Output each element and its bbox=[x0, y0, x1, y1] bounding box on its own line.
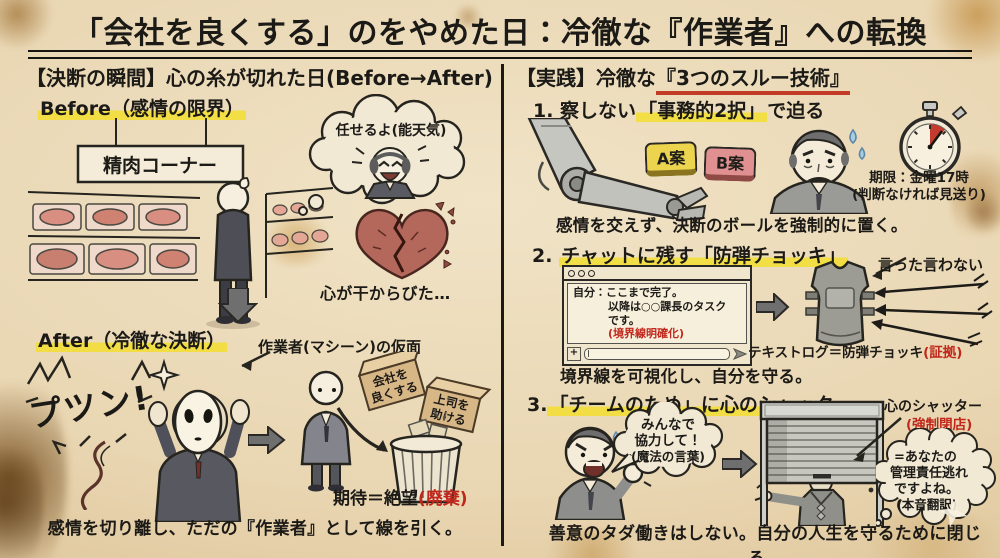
right-header-em: 『3つのスルー技術』 bbox=[656, 66, 850, 95]
honne-line1: =あなたの bbox=[894, 450, 957, 465]
item1-heading-post: で迫る bbox=[767, 100, 825, 122]
plan-a-button: A案 bbox=[644, 141, 698, 177]
honne-line2: 管理責任逃れ bbox=[890, 465, 968, 481]
item3-heading-pre: 3. bbox=[527, 394, 548, 416]
mask-label: 作業者(マシーン)の仮面 bbox=[258, 338, 421, 356]
bulletproof-vest bbox=[805, 256, 993, 347]
chat-text-input[interactable] bbox=[584, 348, 730, 360]
attach-plus-icon[interactable]: + bbox=[567, 347, 581, 361]
left-footer: 感情を切り離し、ただの『作業者』として線を引く。 bbox=[47, 519, 463, 539]
shutter-label: 心のシャッター bbox=[884, 399, 982, 415]
snap-burst-icon bbox=[25, 355, 153, 510]
honne-line3: ですよね。 bbox=[894, 482, 959, 497]
item1-heading-pre: 1. 察しない bbox=[533, 100, 637, 122]
chat-line3: です。 bbox=[608, 313, 640, 327]
textlog-label: テキストログ＝防弾チョッキ(証拠) bbox=[748, 341, 962, 361]
item1-heading: 1. 察しない「事務的2択」で迫る bbox=[533, 96, 824, 123]
before-label: Before（感情の限界） bbox=[38, 94, 246, 121]
right-header: 【実践】冷徹な『3つのスルー技術』 bbox=[516, 62, 850, 95]
window-dot-icon bbox=[568, 269, 575, 277]
trash-caption-black: 期待＝絶望 bbox=[333, 489, 418, 509]
trash-caption: 期待＝絶望(廃棄) bbox=[333, 484, 468, 509]
right-header-prefix: 【実践】冷徹な bbox=[516, 66, 656, 90]
deadline-note: 期限：金曜17時 (判断なければ見送り) bbox=[840, 170, 998, 204]
bubble-line2: 協力して！ bbox=[634, 432, 701, 449]
window-dot-icon bbox=[588, 269, 595, 277]
item2-caption: 境界線を可視化し、自分を守る。 bbox=[560, 367, 812, 386]
plan-b-label: B案 bbox=[715, 153, 745, 174]
said-notsaid-label: 言った言わない bbox=[878, 256, 984, 274]
chat-line1: 自分：ここまで完了。 bbox=[573, 286, 683, 299]
boss-bubble-label: 任せるよ(能天気) bbox=[335, 122, 447, 139]
window-dot-icon bbox=[578, 269, 585, 277]
faceless-worker bbox=[300, 370, 352, 492]
title-underline bbox=[28, 50, 972, 59]
worried-boss bbox=[769, 128, 869, 214]
plan-b-button: B案 bbox=[703, 146, 757, 182]
text-cursor bbox=[588, 350, 590, 357]
after-label-text: After（冷徹な決断） bbox=[36, 330, 228, 352]
column-divider bbox=[501, 64, 504, 546]
right-arrow-icon bbox=[248, 426, 286, 454]
page-title: 「会社を良くする」のをやめた日：冷徹な『作業者』への転換 bbox=[73, 16, 927, 51]
plan-a-label: A案 bbox=[656, 148, 686, 169]
item1-caption: 感情を交えず、決断のボールを強制的に置く。 bbox=[556, 216, 908, 235]
chat-line2: 以降は○○課長のタスク bbox=[608, 299, 727, 313]
right-arrow-icon bbox=[756, 293, 790, 321]
chat-window: 自分：ここまで完了。 以降は○○課長のタスク です。 (境界線明確化) + bbox=[562, 265, 752, 366]
before-label-text: Before（感情の限界） bbox=[38, 98, 246, 120]
deadline-line2: (判断なければ見送り) bbox=[852, 186, 986, 203]
shutter-label-arrow bbox=[853, 417, 902, 462]
discard-boxes-trash: 会社を 良くする 上司を 助ける bbox=[336, 352, 492, 504]
meat-counter-illustration: 精肉コーナー bbox=[28, 118, 333, 329]
after-label: After（冷徹な決断） bbox=[36, 326, 228, 353]
send-icon[interactable] bbox=[733, 348, 747, 360]
textlog-label-red: (証拠) bbox=[923, 345, 963, 361]
bubble-line3: (魔法の言葉) bbox=[631, 449, 705, 464]
chat-inputbar: + bbox=[567, 347, 747, 361]
bubble-line1: みんなで bbox=[641, 417, 695, 433]
item2-heading: 2. チャットに残す「防弾チョッキ」 bbox=[532, 241, 848, 268]
mask-label-arrow bbox=[241, 350, 271, 371]
left-header: 【決断の瞬間】心の糸が切れた日(Before→After) bbox=[26, 66, 493, 90]
stopwatch-icon bbox=[899, 101, 968, 178]
deadline-line1: 期限：金曜17時 bbox=[869, 170, 969, 186]
honne-line4: (本音翻訳) bbox=[896, 497, 957, 512]
item2-heading-hl: チャットに残す「防弾チョッキ」 bbox=[559, 245, 848, 267]
item1-heading-hl: 「事務的2択」 bbox=[636, 100, 768, 122]
mask-man-illustration bbox=[147, 358, 250, 522]
right-arrow-icon bbox=[722, 450, 758, 478]
honne-cloud: =あなたの 管理責任逃れ ですよね。 (本音翻訳) bbox=[876, 428, 996, 527]
chat-boundary-note: (境界線明確化) bbox=[608, 327, 685, 341]
thought-bubble-boss: 任せるよ(能天気) bbox=[298, 94, 466, 216]
chat-body: 自分：ここまで完了。 以降は○○課長のタスク です。 (境界線明確化) bbox=[567, 283, 747, 344]
item2-heading-pre: 2. bbox=[532, 245, 560, 267]
chat-titlebar bbox=[564, 267, 750, 281]
meat-sign-label: 精肉コーナー bbox=[103, 154, 217, 177]
broken-heart-icon bbox=[355, 202, 456, 280]
robot-arm-icon bbox=[527, 118, 709, 222]
heart-caption: 心が干からびた… bbox=[320, 284, 451, 303]
trash-caption-red: (廃棄) bbox=[418, 489, 468, 509]
shutter-illustration bbox=[754, 400, 885, 526]
item3-caption: 善意のタダ働きはしない。自分の人生を守るために閉じる。 bbox=[548, 524, 982, 558]
down-arrow-icon bbox=[218, 288, 258, 324]
textlog-label-black: テキストログ＝防弾チョッキ bbox=[748, 345, 924, 361]
speech-bubble: みんなで 協力して！ (魔法の言葉) bbox=[611, 402, 724, 478]
